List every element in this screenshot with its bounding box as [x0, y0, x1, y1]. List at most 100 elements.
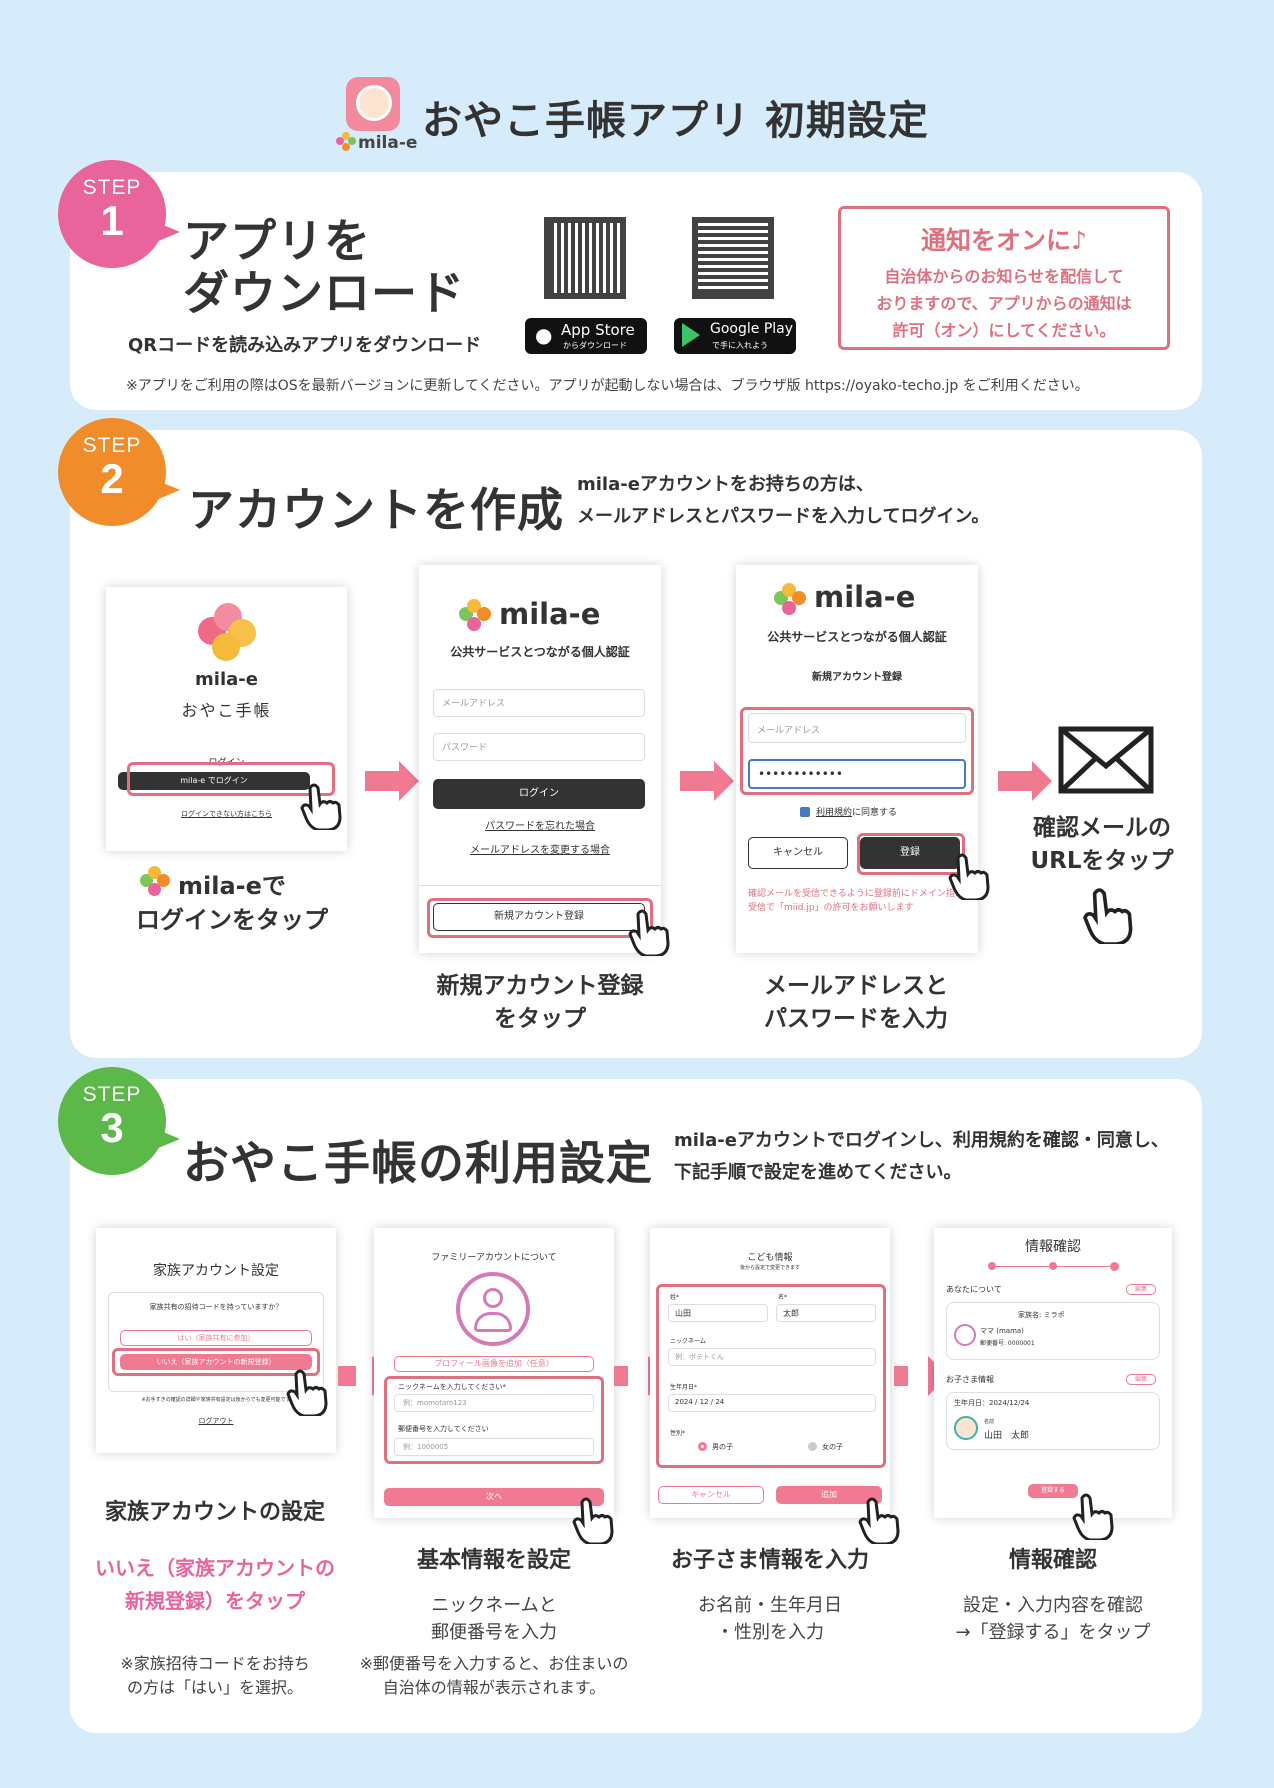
apple-icon: ●: [535, 323, 553, 347]
googleplay-qr-code: [692, 217, 774, 299]
baby-face-icon: [356, 85, 392, 121]
googleplay-badge[interactable]: Google Play で手に入れよう: [674, 318, 796, 354]
arrow-right-icon: [998, 761, 1052, 801]
arrow-right-icon: [365, 761, 419, 801]
hand-pointer-icon: [286, 1369, 328, 1416]
new-account-button[interactable]: 新規アカウント登録: [433, 903, 645, 931]
step2-desc-1: mila-eアカウントをお持ちの方は、: [577, 474, 874, 495]
email-input[interactable]: メールアドレス: [433, 689, 645, 717]
password-input[interactable]: パスワード: [433, 733, 645, 761]
caption-tap-no: いいえ（家族アカウントの新規登録）をタップ: [95, 1556, 335, 1613]
mila-e-logo-icon: [198, 603, 258, 663]
app-logo: [346, 77, 400, 131]
email-input[interactable]: メールアドレス: [748, 713, 966, 743]
step1-card: [70, 172, 1202, 410]
add-child-button[interactable]: 追加: [776, 1486, 882, 1504]
add-photo-button[interactable]: プロフィール画像を追加（任意）: [394, 1356, 594, 1372]
step3-desc-1: mila-eアカウントでログインし、利用規約を確認・同意し、: [674, 1130, 1169, 1151]
sub-confirm: 設定・入力内容を確認→「登録する」をタップ: [955, 1595, 1151, 1643]
caption-new-account: 新規アカウント登録をタップ: [436, 973, 644, 1032]
child-nickname-input[interactable]: 例：ポテトくん: [668, 1348, 876, 1366]
forgot-password-link[interactable]: パスワードを忘れた場合: [485, 821, 595, 832]
hand-pointer-icon: [572, 1497, 614, 1544]
logout-link[interactable]: ログアウト: [198, 1417, 234, 1425]
yes-join-button[interactable]: はい（家族共有に参加）: [120, 1330, 312, 1346]
child-avatar-icon: [954, 1416, 978, 1440]
arrow-right-icon: [680, 761, 734, 801]
sub-child-info: お名前・生年月日・性別を入力: [698, 1595, 842, 1643]
edit-child-button[interactable]: 編集: [1126, 1374, 1156, 1385]
child-cancel-button[interactable]: キャンセル: [658, 1486, 764, 1504]
qr-instruction: QRコードを読み込みアプリをダウンロード: [128, 335, 482, 356]
confirm-register-button[interactable]: 登録する: [1028, 1484, 1078, 1498]
highlight-credentials: [740, 707, 974, 795]
notice-title: 通知をオンに♪: [921, 226, 1087, 255]
caption-mila-e: mila-eで: [178, 872, 286, 900]
appstore-badge[interactable]: ● App Store からダウンロード: [525, 318, 647, 354]
login-button[interactable]: ログイン: [433, 779, 645, 809]
cancel-button[interactable]: キャンセル: [748, 837, 848, 869]
no-new-family-button[interactable]: いいえ（家族アカウントの新規登録）: [120, 1354, 312, 1370]
password-input[interactable]: ••••••••••••: [748, 759, 966, 789]
cant-login-link[interactable]: ログインできない方はこちら: [181, 810, 272, 818]
caption-child-info: お子さま情報を入力: [670, 1548, 869, 1573]
child-info-screen: こども情報 後から設定で変更できます 姓* 名* 山田 太郎 ニックネーム 例：…: [650, 1228, 890, 1518]
mila-e-mark-icon: [140, 866, 170, 896]
caption-enter-credentials: メールアドレスとパスワードを入力: [764, 973, 948, 1032]
hand-pointer-icon: [948, 853, 990, 900]
next-button[interactable]: 次へ: [384, 1488, 604, 1506]
mila-e-mark-icon: [336, 132, 356, 152]
caption-confirm: 情報確認: [1008, 1548, 1097, 1573]
nickname-input[interactable]: 例：momotaro123: [394, 1394, 594, 1412]
hand-pointer-icon: [1072, 1493, 1114, 1540]
hand-pointer-icon: [628, 909, 670, 956]
boy-radio[interactable]: [698, 1442, 707, 1451]
step1-title-2: ダウンロード: [183, 266, 465, 320]
change-email-link[interactable]: メールアドレスを変更する場合: [470, 845, 610, 856]
highlight-login: [127, 762, 335, 796]
sub-basic-info: ニックネームと郵便番号を入力: [431, 1595, 557, 1643]
register-button[interactable]: 登録: [860, 837, 960, 869]
domain-warning: 確認メールを受信できるように登録前にドメイン指定受信で「miid.jp」の許可を…: [748, 889, 964, 913]
step3-title: おやこ手帳の利用設定: [183, 1136, 653, 1190]
step1-title-1: アプリを: [183, 214, 371, 268]
terms-link[interactable]: 利用規約: [816, 808, 853, 818]
first-name-input[interactable]: 太郎: [776, 1304, 876, 1322]
step2-desc-2: メールアドレスとパスワードを入力してログイン。: [577, 506, 990, 527]
highlight-new-account: [427, 898, 653, 938]
play-icon: [682, 323, 700, 347]
parent-avatar-icon: [954, 1324, 976, 1346]
caption-basic-info: 基本情報を設定: [416, 1548, 571, 1573]
step1-footnote: ※アプリをご利用の際はOSを最新バージョンに更新してください。アプリが起動しない…: [126, 378, 1089, 394]
hand-pointer-icon: [300, 783, 342, 830]
mila-e-logo-icon: [459, 599, 491, 631]
family-profile-screen: ファミリーアカウントについて プロフィール画像を追加（任意） ニックネームを入力…: [374, 1228, 614, 1518]
edit-user-button[interactable]: 編集: [1126, 1284, 1156, 1295]
arrow-right-icon: [894, 1356, 948, 1396]
new-account-screen: mila-e 公共サービスとつながる個人認証 新規アカウント登録 メールアドレス…: [736, 565, 978, 953]
highlight-basic-info: [384, 1376, 604, 1464]
arrow-right-icon: [338, 1356, 392, 1396]
hand-pointer-icon: [858, 1497, 900, 1544]
confirm-screen: 情報確認 あなたについて 編集 家族名: ミラポ ママ (mama) 郵便番号:…: [934, 1228, 1172, 1518]
note-family-code: ※家族招待コードをお持ちの方は「はい」を選択。: [120, 1654, 310, 1697]
caption-family-account: 家族アカウントの設定: [104, 1500, 325, 1525]
family-account-screen: 家族アカウント設定 家族共有の招待コードを持っていますか？ はい（家族共有に参加…: [96, 1228, 336, 1453]
notification-box: 通知をオンに♪ 自治体からのお知らせを配信して おりますので、アプリからの通知は…: [838, 206, 1170, 350]
step3-desc-2: 下記手順で設定を進めてください。: [674, 1162, 962, 1183]
girl-radio[interactable]: [808, 1442, 817, 1451]
page-title: おやこ手帳アプリ 初期設定: [422, 98, 929, 144]
hand-pointer-icon: [1083, 888, 1133, 944]
step2-title: アカウントを作成: [188, 483, 564, 537]
last-name-input[interactable]: 山田: [668, 1304, 768, 1322]
birthdate-input[interactable]: 2024 / 12 / 24: [668, 1394, 876, 1412]
appstore-qr-code: [544, 217, 626, 299]
mila-e-logo-icon: [774, 583, 806, 615]
avatar-icon[interactable]: [456, 1272, 530, 1346]
terms-checkbox[interactable]: [800, 807, 810, 817]
mila-e-login-button[interactable]: mila-e でログイン: [118, 772, 310, 790]
zip-input[interactable]: 例：1000005: [394, 1438, 594, 1456]
